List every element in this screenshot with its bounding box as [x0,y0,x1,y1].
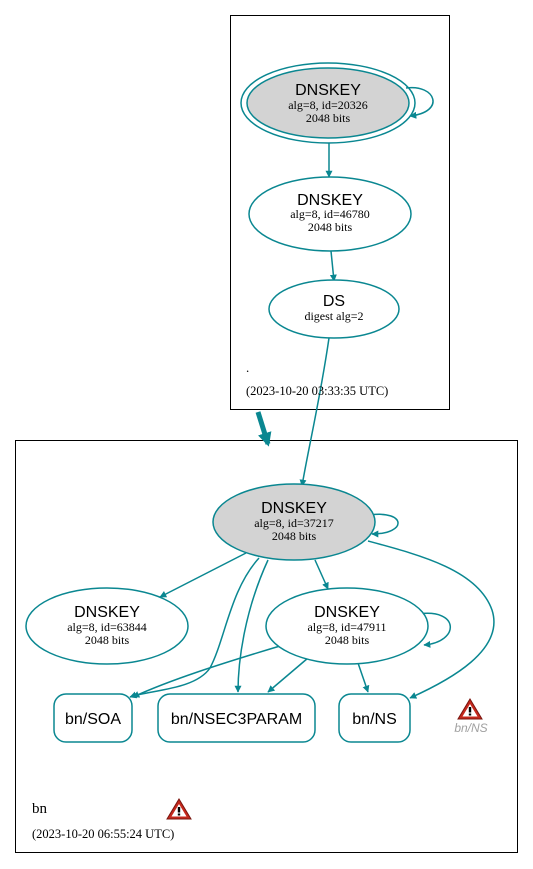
bn-key-47911-node[interactable]: DNSKEY alg=8, id=47911 2048 bits [265,587,429,665]
bn-ksk-id: alg=8, id=37217 [254,516,334,530]
edge-bn-ksk-self [369,513,399,538]
edge-ds-to-bn-ksk [299,337,330,487]
zone-warning-triangle-icon[interactable] [166,798,192,820]
bn-zone-name: bn [32,801,48,817]
bn-ksk-title: DNSKEY [261,500,327,517]
bn-key-47911-bits: 2048 bits [325,633,370,647]
root-ds-title: DS [323,293,345,310]
edge-root-ksk-self [405,86,434,119]
bn-key-47911-title: DNSKEY [314,604,380,621]
bn-ksk-node[interactable]: DNSKEY alg=8, id=37217 2048 bits [212,483,376,561]
bn-edges [129,337,495,699]
edge-47911-to-ns [357,662,370,693]
bn-key-47911-id: alg=8, id=47911 [307,620,386,634]
root-zsk-node[interactable]: DNSKEY alg=8, id=46780 2048 bits [248,176,412,252]
edge-bn-ksk-to-ns [367,540,495,699]
rrset-ns-label: bn/NS [352,711,396,728]
root-zsk-title: DNSKEY [297,192,363,209]
rrset-soa-node[interactable]: bn/SOA [53,693,133,743]
root-ksk-node[interactable]: DNSKEY alg=8, id=20326 2048 bits [240,62,416,144]
edge-root-zsk-to-ds [329,250,337,282]
rrset-nsec3param-label: bn/NSEC3PARAM [171,711,302,728]
rrset-soa-label: bn/SOA [65,711,121,728]
bn-key-63844-bits: 2048 bits [85,633,130,647]
edge-47911-to-soa [132,645,281,698]
bn-ksk-bits: 2048 bits [272,529,317,543]
warning-triangle-icon [457,698,483,720]
root-zone-timestamp: (2023-10-20 03:33:35 UTC) [246,384,388,398]
rrset-ns-node[interactable]: bn/NS [338,693,411,743]
root-ds-node[interactable]: DS digest alg=2 [268,279,400,339]
root-edges [325,86,434,282]
root-zsk-id: alg=8, id=46780 [290,207,370,221]
edge-bn-ksk-to-63844 [159,552,247,598]
edge-bn-ksk-to-47911 [314,559,329,590]
bn-key-63844-title: DNSKEY [74,604,140,621]
root-ds-digest: digest alg=2 [304,309,363,323]
edge-47911-to-nsec3param [267,657,309,693]
root-ksk-id: alg=8, id=20326 [288,98,368,112]
bn-key-63844-id: alg=8, id=63844 [67,620,147,634]
ns-warning[interactable]: bn/NS [454,698,488,735]
rrset-nsec3param-node[interactable]: bn/NSEC3PARAM [157,693,316,743]
bn-key-63844-node[interactable]: DNSKEY alg=8, id=63844 2048 bits [25,587,189,665]
edge-bn-ksk-to-nsec3param [234,559,269,693]
root-zsk-bits: 2048 bits [308,220,353,234]
root-ksk-title: DNSKEY [295,82,361,99]
bn-zone-timestamp: (2023-10-20 06:55:24 UTC) [32,827,174,841]
delegation-arrow [255,411,272,447]
root-zone-name: . [246,360,249,375]
edge-47911-self [417,612,451,648]
ns-warning-label: bn/NS [454,721,487,735]
root-zone-box [230,15,450,410]
root-ksk-bits: 2048 bits [306,111,351,125]
